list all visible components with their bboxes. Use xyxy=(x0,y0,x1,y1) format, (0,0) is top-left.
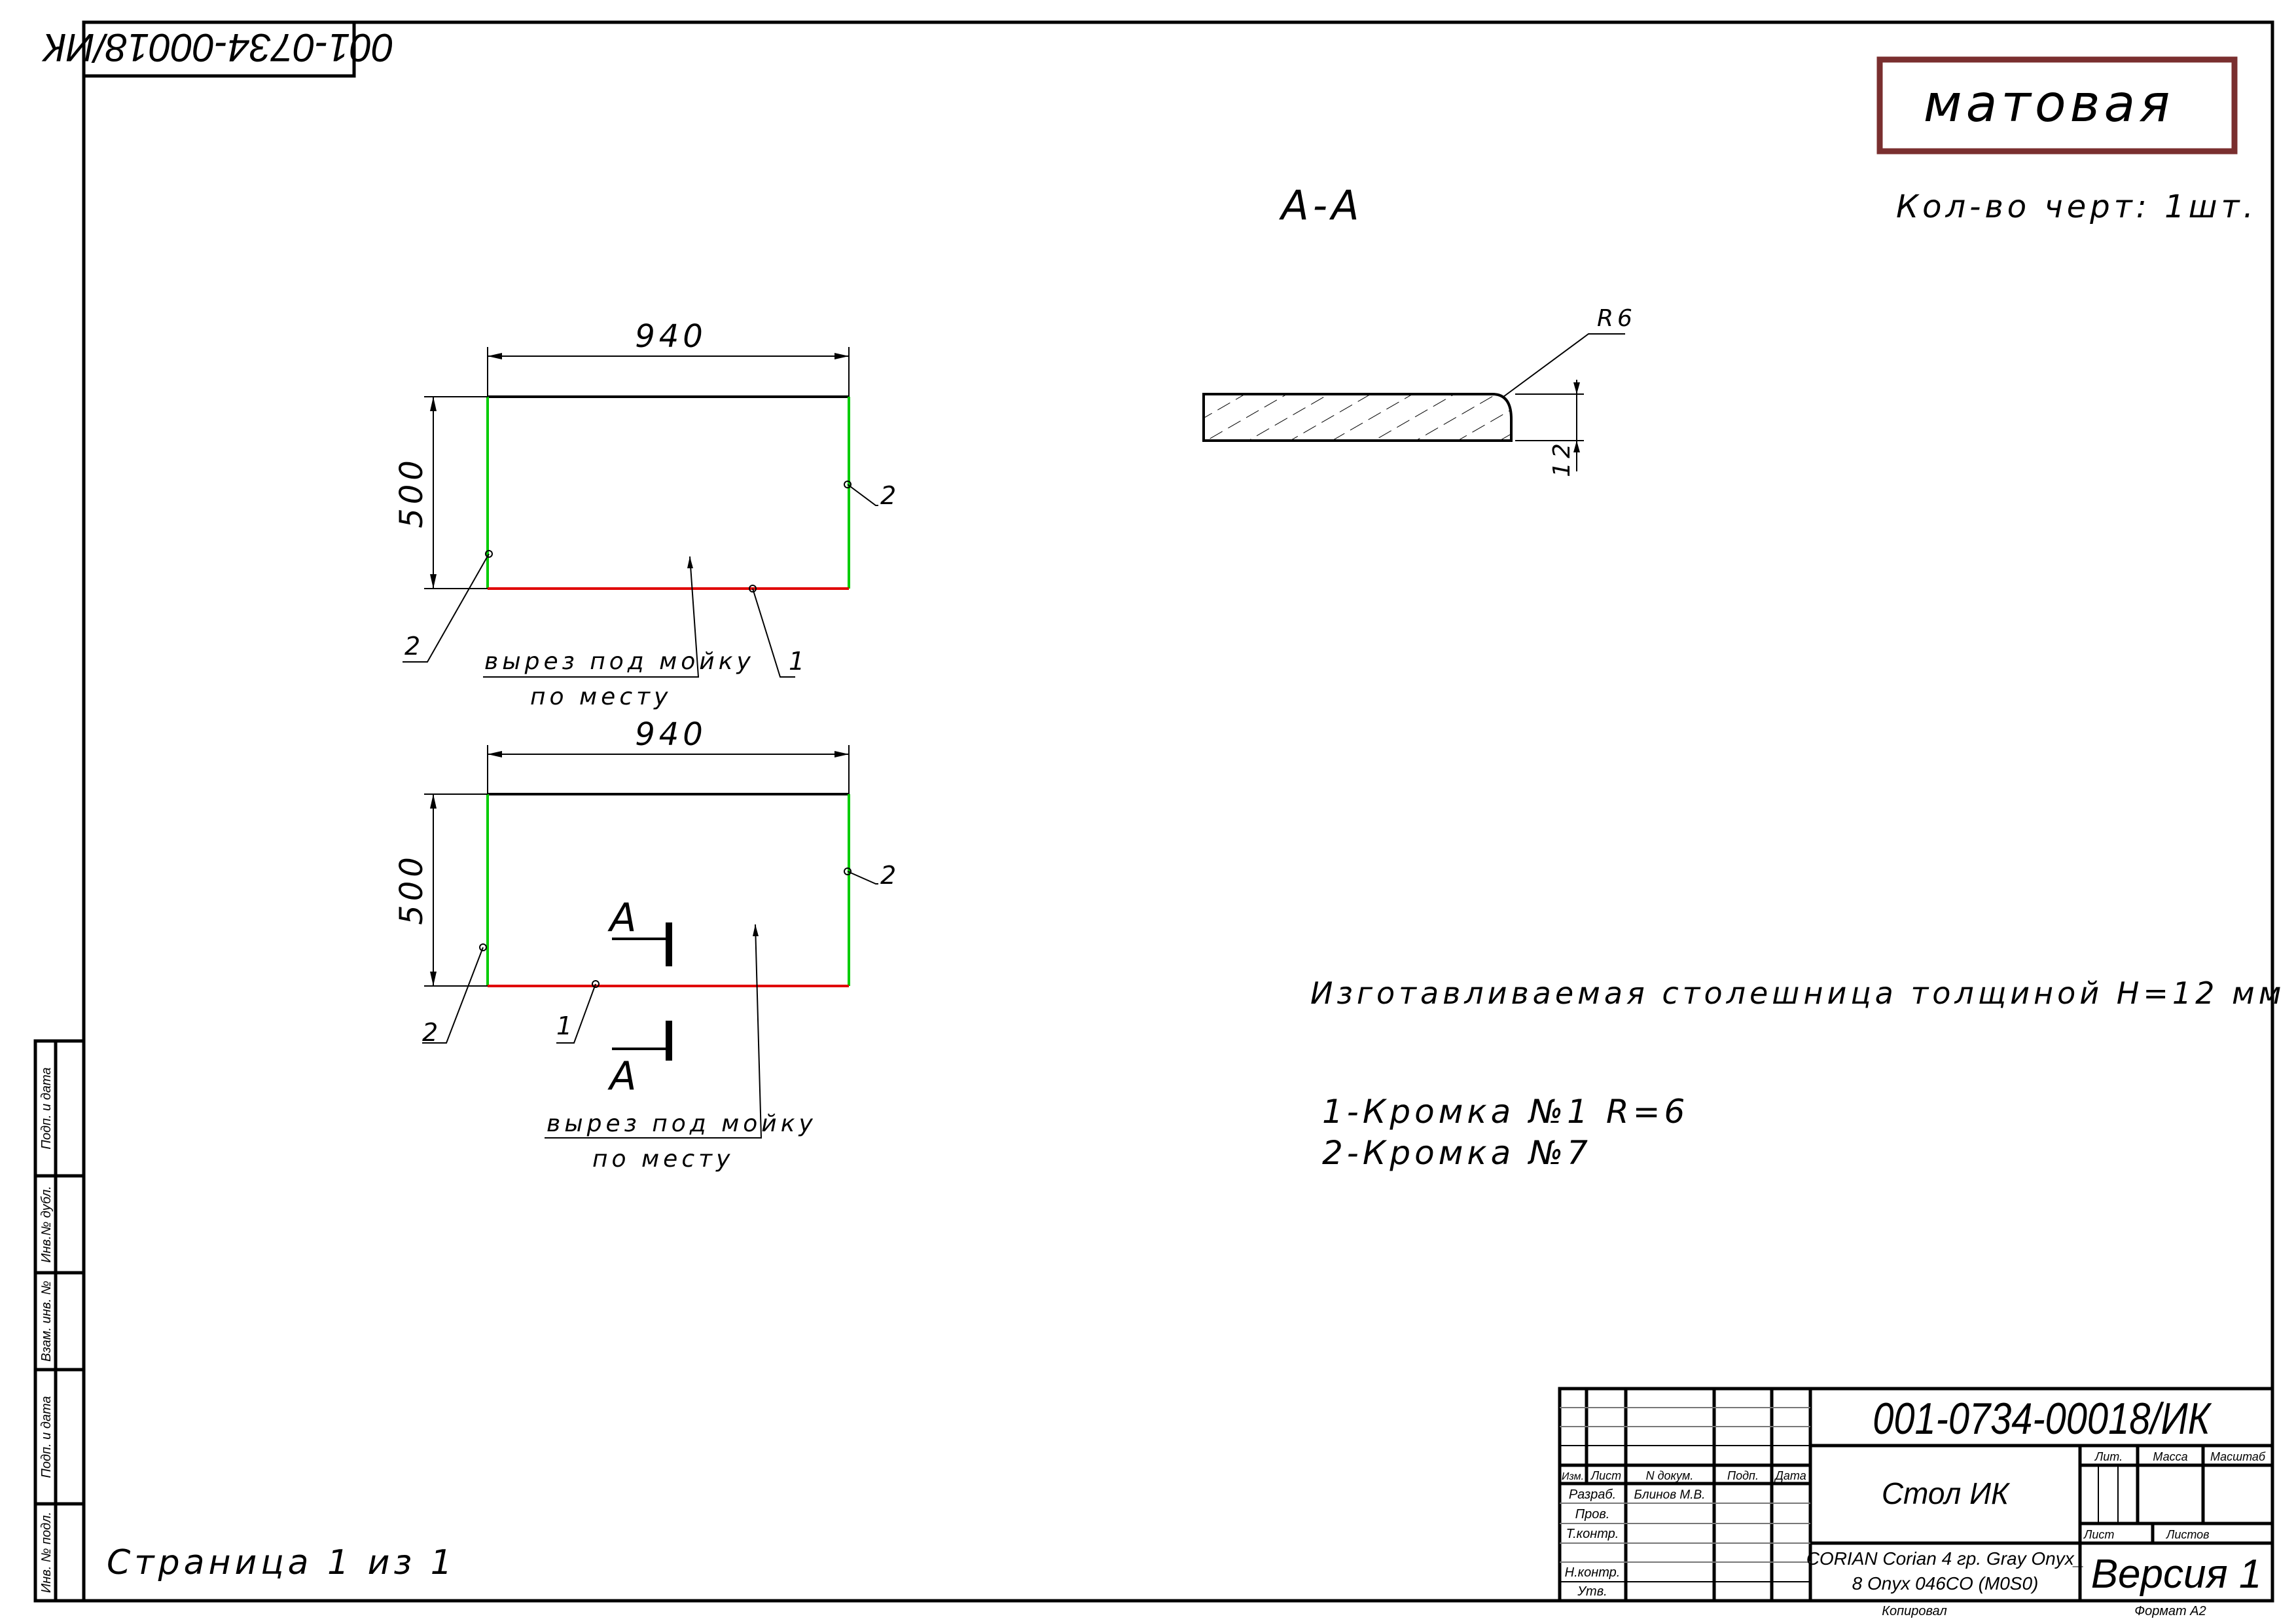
page-label: Страница 1 из 1 xyxy=(107,1543,456,1582)
role-tkontr: Т.контр. xyxy=(1566,1527,1619,1541)
side-vzam-inv: Взам. инв. № xyxy=(39,1281,54,1362)
height-dimension: 500 xyxy=(393,853,430,925)
role-prov: Пров. xyxy=(1575,1507,1610,1522)
finish-label: матовая xyxy=(1924,75,2174,134)
cutout-note-line2: по месту xyxy=(530,684,672,710)
radius-label: R6 xyxy=(1597,305,1636,332)
header-list: Лист xyxy=(1590,1469,1621,1482)
edge-label-bottom: 1 xyxy=(789,647,808,676)
side-podp-data-2: Подп. и дата xyxy=(39,1396,54,1478)
drawing-title: Стол ИК xyxy=(1882,1476,2011,1510)
finish-label-box: матовая xyxy=(1876,56,2238,155)
scale-label: Масштаб xyxy=(2210,1450,2266,1463)
side-inv-podl: Инв. № подл. xyxy=(39,1512,54,1593)
sheet-label: Лист xyxy=(2083,1528,2114,1541)
edge-note-1: 1-Кромка №1 R=6 xyxy=(1322,1093,1689,1131)
section-mark: А А xyxy=(607,895,672,1099)
top-view-2: 940 500 2 2 1 А А вырез под мойку по мес… xyxy=(393,716,900,1173)
edge-label-bottom: 1 xyxy=(556,1012,576,1040)
cutout-note-line2: по месту xyxy=(592,1146,734,1173)
side-inv-dubl: Инв.№ дубл. xyxy=(39,1186,54,1262)
sheets-label: Листов xyxy=(2166,1528,2210,1541)
quantity-label: Кол-во черт: 1шт. xyxy=(1896,189,2257,225)
section-mark-bottom: А xyxy=(607,1053,640,1099)
section-title: А-А xyxy=(1278,181,1363,229)
width-dimension: 940 xyxy=(635,318,707,355)
mass-label: Масса xyxy=(2153,1450,2187,1463)
material-line1: CORIAN Corian 4 гр. Gray Onyx_ xyxy=(1806,1548,2085,1569)
side-podp-data-1: Подп. и дата xyxy=(39,1067,54,1149)
edge-note-2: 2-Кромка №7 xyxy=(1322,1134,1592,1172)
height-dimension: 500 xyxy=(393,456,430,528)
thickness-note: Изготавливаемая столешница толщиной H=12… xyxy=(1310,976,2285,1011)
thickness-dimension: 12 xyxy=(1549,439,1575,477)
edge-label-left: 2 xyxy=(404,632,424,661)
title-block: 001-0734-00018/ИК Стол ИК CORIAN Corian … xyxy=(1558,1387,2274,1618)
edge-label-right: 2 xyxy=(880,861,900,890)
top-view-1: 940 500 2 2 1 вырез под мойку по месту xyxy=(393,318,900,710)
role-utv: Утв. xyxy=(1577,1584,1607,1599)
width-dimension: 940 xyxy=(635,716,707,753)
lit-label: Лит. xyxy=(2094,1450,2123,1463)
top-stamp-number: 001-0734-00018/ИК xyxy=(41,26,394,69)
header-ndoc: N докум. xyxy=(1646,1469,1694,1482)
material-line2: 8 Onyx 046CO (M0S0) xyxy=(1852,1573,2039,1594)
version-label: Версия 1 xyxy=(2091,1552,2262,1597)
format-label: Формат А2 xyxy=(2134,1604,2206,1618)
sheet-frame xyxy=(82,20,2274,1603)
edge-label-left: 2 xyxy=(422,1018,442,1047)
section-profile: 12 R6 xyxy=(1202,305,1636,477)
cutout-note-line1: вырез под мойку xyxy=(547,1110,817,1137)
edge-label-right: 2 xyxy=(880,481,900,510)
header-podp: Подп. xyxy=(1727,1469,1759,1482)
section-mark-top: А xyxy=(607,895,640,941)
copied-label: Копировал xyxy=(1882,1604,1946,1618)
role-razrab: Разраб. xyxy=(1569,1487,1616,1502)
header-data: Дата xyxy=(1774,1469,1806,1482)
side-stamp: Подп. и дата Инв.№ дубл. Взам. инв. № По… xyxy=(33,1039,86,1603)
doc-number: 001-0734-00018/ИК xyxy=(1873,1395,2212,1444)
developer-name: Блинов М.В. xyxy=(1634,1488,1706,1502)
role-nkontr: Н.контр. xyxy=(1565,1565,1621,1580)
top-left-stamp: 001-0734-00018/ИК xyxy=(41,20,394,78)
cutout-note-line1: вырез под мойку xyxy=(484,648,755,675)
header-izm: Изм. xyxy=(1562,1471,1584,1482)
